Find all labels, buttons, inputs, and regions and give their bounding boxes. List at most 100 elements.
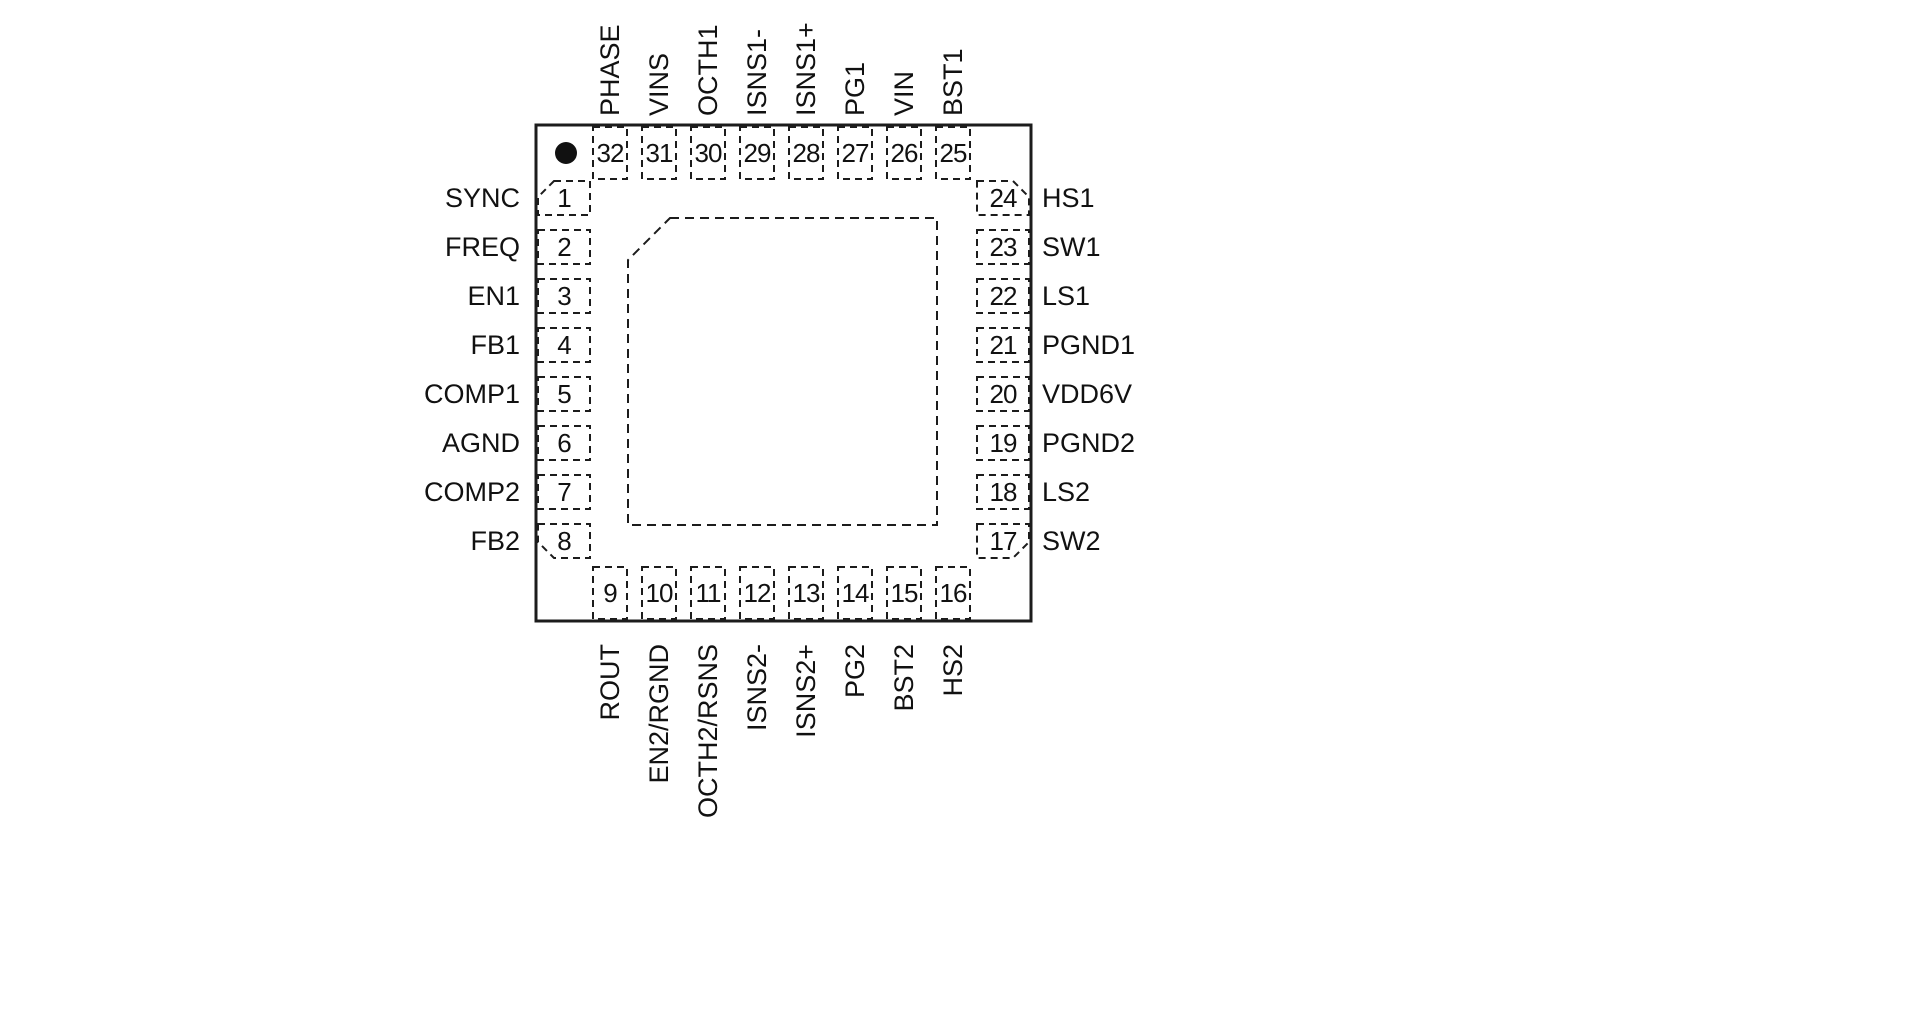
pin-number-7: 7 <box>557 476 571 507</box>
pin-label-octh2-rsns: OCTH2/RSNS <box>693 644 723 819</box>
pin-number-30: 30 <box>694 137 723 168</box>
pin-pad-13 <box>788 566 824 620</box>
pin-label-vin: VIN <box>889 70 919 116</box>
pin-pad-1 <box>537 180 591 216</box>
pin-number-4: 4 <box>557 329 571 360</box>
pin-number-10: 10 <box>645 577 674 608</box>
pin-label-hs2: HS2 <box>938 644 968 697</box>
pin-pad-31 <box>641 126 677 180</box>
pin-label-pg1: PG1 <box>840 61 870 116</box>
pin-pad-10 <box>641 566 677 620</box>
pin-label-vins: VINS <box>644 52 674 116</box>
pin-pad-2 <box>537 229 591 265</box>
pin-number-1: 1 <box>557 182 571 213</box>
pin-pad-21 <box>976 327 1030 363</box>
pin-number-20: 20 <box>989 378 1018 409</box>
pin-label-bst2: BST2 <box>889 644 919 712</box>
pin-number-23: 23 <box>989 231 1018 262</box>
pin-label-en1: EN1 <box>467 281 520 311</box>
pin-number-25: 25 <box>939 137 968 168</box>
pin-label-fb2: FB2 <box>470 526 520 556</box>
pin-pads-group <box>537 126 1030 620</box>
pin-number-22: 22 <box>989 280 1018 311</box>
pin-number-3: 3 <box>557 280 571 311</box>
pin-number-14: 14 <box>841 577 870 608</box>
pin-label-isns1: ISNS1+ <box>791 22 821 116</box>
pin-pad-18 <box>976 474 1030 510</box>
pin-label-isns2: ISNS2+ <box>791 644 821 738</box>
pin-pad-25 <box>935 126 971 180</box>
pin-number-28: 28 <box>792 137 821 168</box>
pin-number-5: 5 <box>557 378 571 409</box>
pin-pad-8 <box>537 523 591 559</box>
pin-pad-28 <box>788 126 824 180</box>
pin-label-sync: SYNC <box>444 183 520 213</box>
pin-label-hs1: HS1 <box>1042 183 1095 213</box>
pin-number-8: 8 <box>557 525 571 556</box>
pin-label-pg2: PG2 <box>840 644 870 699</box>
pin-label-fb1: FB1 <box>470 330 520 360</box>
pin-number-32: 32 <box>596 137 625 168</box>
pin-label-comp1: COMP1 <box>423 379 520 409</box>
pin-label-comp2: COMP2 <box>423 477 520 507</box>
pin-number-16: 16 <box>939 577 968 608</box>
pin-number-29: 29 <box>743 137 772 168</box>
pin-pad-17 <box>976 523 1030 559</box>
pin-pad-7 <box>537 474 591 510</box>
pin-pad-26 <box>886 126 922 180</box>
pin-number-12: 12 <box>743 577 772 608</box>
pin-number-24: 24 <box>989 182 1018 213</box>
pin-label-isns2: ISNS2- <box>742 644 772 732</box>
thermal-pad-outline <box>627 217 938 526</box>
pin-label-en2-rgnd: EN2/RGND <box>644 644 674 784</box>
pin-label-vdd6v: VDD6V <box>1042 379 1133 409</box>
pin-pad-12 <box>739 566 775 620</box>
pin-number-9: 9 <box>603 577 617 608</box>
pin-number-19: 19 <box>989 427 1018 458</box>
pin-number-26: 26 <box>890 137 919 168</box>
pin-number-31: 31 <box>645 137 674 168</box>
pin-label-pgnd1: PGND1 <box>1042 330 1136 360</box>
pin-pad-6 <box>537 425 591 461</box>
package-body-outline <box>534 123 1033 623</box>
pin-pad-9 <box>592 566 628 620</box>
pin-pad-22 <box>976 278 1030 314</box>
pin-label-rout: ROUT <box>595 644 625 721</box>
pin-number-21: 21 <box>989 329 1018 360</box>
pin-pad-4 <box>537 327 591 363</box>
pin-number-11: 11 <box>695 577 722 608</box>
pin-label-sw1: SW1 <box>1042 232 1101 262</box>
pin-pad-15 <box>886 566 922 620</box>
pin-pad-16 <box>935 566 971 620</box>
pin-label-sw2: SW2 <box>1042 526 1101 556</box>
pin-number-2: 2 <box>557 231 571 262</box>
pin-label-freq: FREQ <box>444 232 520 262</box>
pin-label-ls2: LS2 <box>1042 477 1091 507</box>
pin-label-ls1: LS1 <box>1042 281 1091 311</box>
pin-label-isns1: ISNS1- <box>742 28 772 116</box>
pin-label-octh1: OCTH1 <box>693 24 723 116</box>
pin-pad-14 <box>837 566 873 620</box>
pin-number-13: 13 <box>792 577 821 608</box>
pin-label-pgnd2: PGND2 <box>1042 428 1136 458</box>
pin-pad-27 <box>837 126 873 180</box>
pin-pad-24 <box>976 180 1030 216</box>
pin-label-agnd: AGND <box>441 428 520 458</box>
pin-number-15: 15 <box>890 577 919 608</box>
pin-number-6: 6 <box>557 427 571 458</box>
pin-pad-11 <box>690 566 726 620</box>
pin-pad-19 <box>976 425 1030 461</box>
pin-number-27: 27 <box>841 137 870 168</box>
pin-number-17: 17 <box>989 525 1018 556</box>
pin-pad-23 <box>976 229 1030 265</box>
pin-number-18: 18 <box>989 476 1018 507</box>
pin-label-bst1: BST1 <box>938 48 968 116</box>
pin-pad-3 <box>537 278 591 314</box>
pin-pad-30 <box>690 126 726 180</box>
pin1-indicator-dot <box>555 142 577 164</box>
pin-label-phase: PHASE <box>595 24 625 116</box>
pin-pad-32 <box>592 126 628 180</box>
pin-pad-29 <box>739 126 775 180</box>
